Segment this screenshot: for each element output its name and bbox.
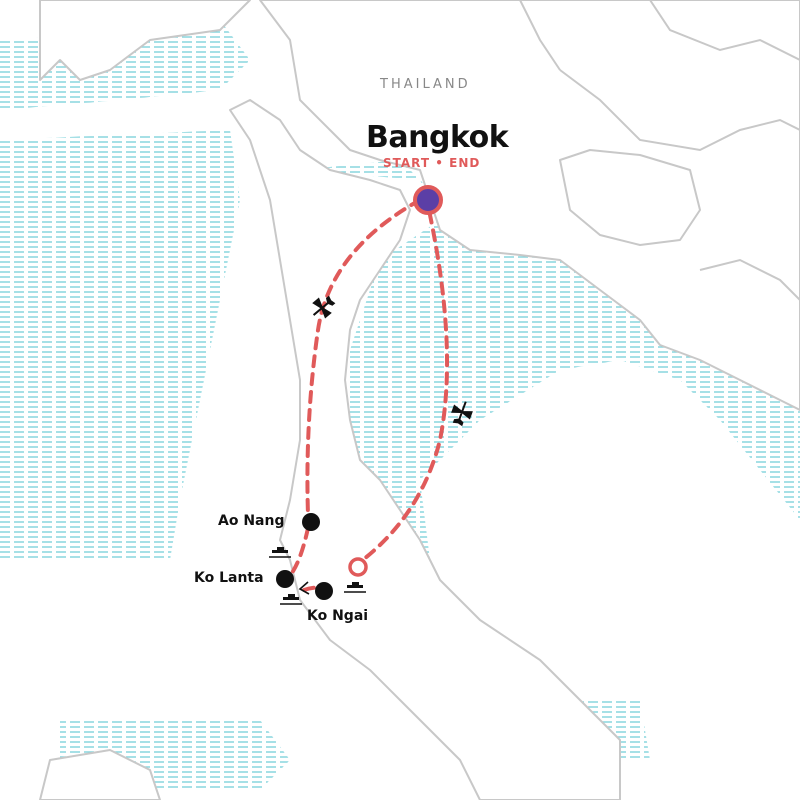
landmass-mainland <box>259 0 800 411</box>
border-north <box>559 69 800 152</box>
end-text: END <box>449 156 481 170</box>
stop-marker-ko-lanta[interactable] <box>276 570 294 588</box>
stop-marker-ao-nang[interactable] <box>302 513 320 531</box>
boat-icon <box>344 582 366 593</box>
border-east <box>699 258 800 301</box>
border-northeast <box>519 0 561 71</box>
stop-label-ao-nang: Ao Nang <box>218 513 285 529</box>
route-leg-bangkok-ao-nang <box>305 198 422 517</box>
separator-dot: • <box>435 156 444 170</box>
route-leg-trang-bangkok <box>350 213 450 570</box>
waypoint-marker[interactable] <box>348 557 368 577</box>
landmass-cambodia <box>559 149 701 246</box>
plane-icon <box>312 295 336 319</box>
start-end-marker[interactable] <box>413 185 443 215</box>
start-city-label: Bangkok <box>366 120 509 155</box>
water-area-andaman <box>0 130 240 560</box>
boat-icon <box>269 547 291 558</box>
arrow-icon <box>298 581 310 595</box>
stop-label-ko-lanta: Ko Lanta <box>194 570 264 586</box>
stop-marker-ko-ngai[interactable] <box>315 582 333 600</box>
plane-icon <box>451 401 473 427</box>
route-leg-ao-nang-ko-lanta <box>286 526 310 580</box>
land-outlines <box>39 0 800 800</box>
landmass-northwest <box>39 0 251 81</box>
water-area-gulf <box>300 160 800 640</box>
start-text: START <box>383 156 431 170</box>
country-label: THAILAND <box>380 77 471 92</box>
landmass-peninsula <box>229 99 621 800</box>
start-end-label: START • END <box>383 156 480 170</box>
boat-icon <box>280 594 302 605</box>
stop-label-ko-ngai: Ko Ngai <box>307 608 369 624</box>
border-far-northeast <box>649 0 800 61</box>
border-lines <box>519 0 800 301</box>
landmass-sumatra <box>39 749 161 800</box>
